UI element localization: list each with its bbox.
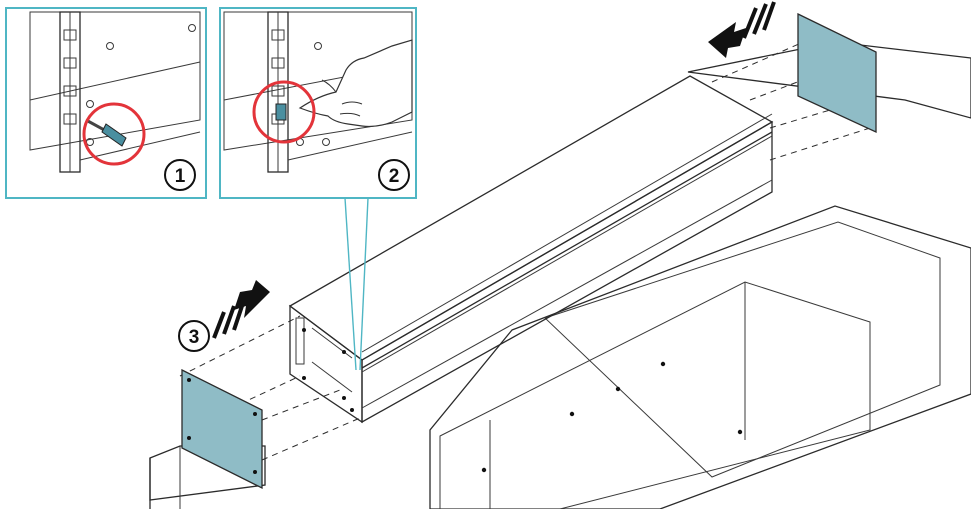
step-number-1: 1 <box>175 166 186 187</box>
push-arrow-icon-left <box>212 280 270 339</box>
push-arrow-icon-right <box>708 1 776 58</box>
hand-icon <box>298 39 413 128</box>
right-side-panel <box>797 12 877 134</box>
guide-lines <box>179 39 871 461</box>
step-number-3: 3 <box>189 327 200 348</box>
base-cabinet <box>149 41 971 509</box>
callout-connectors <box>344 197 369 371</box>
screwdriver-icon <box>85 118 127 147</box>
step-3-badge: 3 <box>178 320 210 352</box>
inset-step-1: 1 <box>5 7 207 199</box>
step-number-2: 2 <box>389 166 400 187</box>
left-side-panel <box>181 368 263 490</box>
inset-step-2: 2 <box>219 7 417 199</box>
main-unit <box>288 75 774 424</box>
